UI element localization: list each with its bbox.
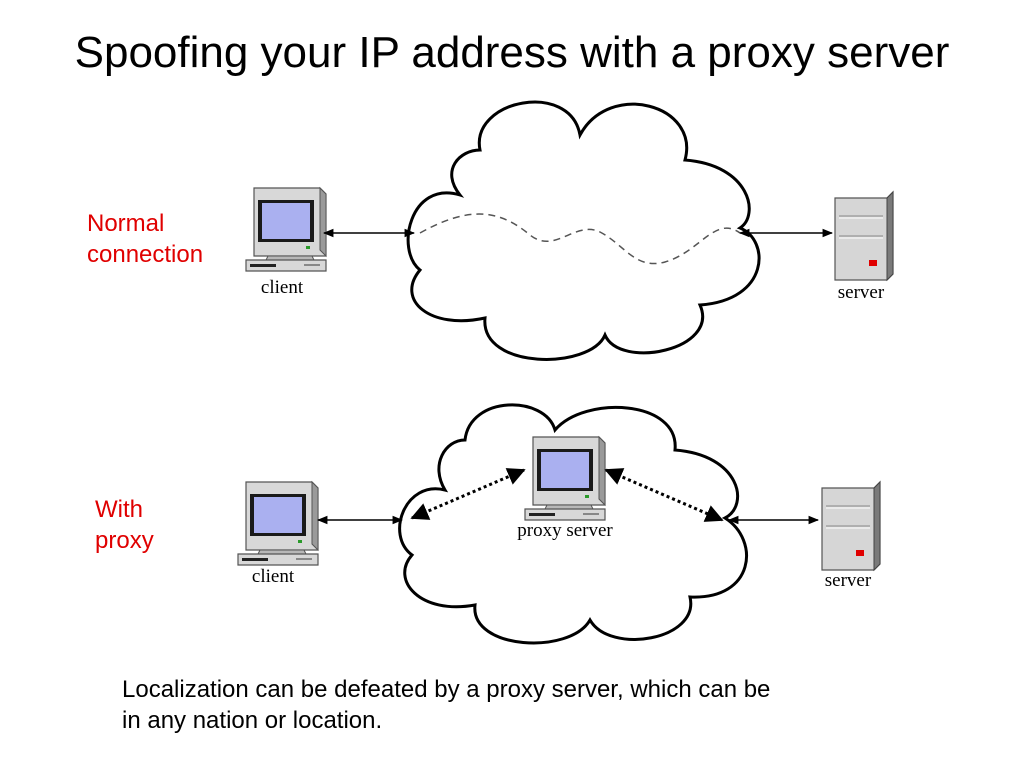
- normal-label-line1: Normal: [87, 210, 165, 237]
- client-label-bottom: client: [252, 566, 295, 587]
- internet-cloud-top: [406, 100, 761, 361]
- caption: Localization can be defeated by a proxy …: [122, 674, 770, 736]
- server-label-top: server: [838, 282, 885, 303]
- with-proxy-label: With proxy: [95, 494, 154, 556]
- normal-label-line2: connection: [87, 241, 204, 268]
- proxy-label-line2: proxy: [95, 527, 154, 554]
- server-icon-bottom: [821, 481, 881, 571]
- cloud-to-proxy-dotted-arrow-left: [410, 468, 526, 520]
- client-label-top: client: [261, 277, 304, 298]
- proxy-label-line1: With: [95, 496, 143, 523]
- server-icon-top: [834, 191, 894, 281]
- caption-line2: in any nation or location.: [122, 707, 383, 734]
- slide-title: Spoofing your IP address with a proxy se…: [74, 28, 950, 77]
- server-label-bottom: server: [825, 570, 872, 591]
- caption-line1: Localization can be defeated by a proxy …: [122, 676, 771, 703]
- client-computer-icon-bottom: [237, 481, 319, 566]
- network-diagram: client server client proxy server server: [237, 100, 894, 645]
- client-computer-icon-top: [245, 187, 327, 272]
- normal-route-dashed: [419, 213, 741, 265]
- normal-connection-label: Normal connection: [87, 208, 203, 270]
- internet-cloud-bottom: [398, 403, 748, 645]
- proxy-server-label: proxy server: [517, 520, 613, 541]
